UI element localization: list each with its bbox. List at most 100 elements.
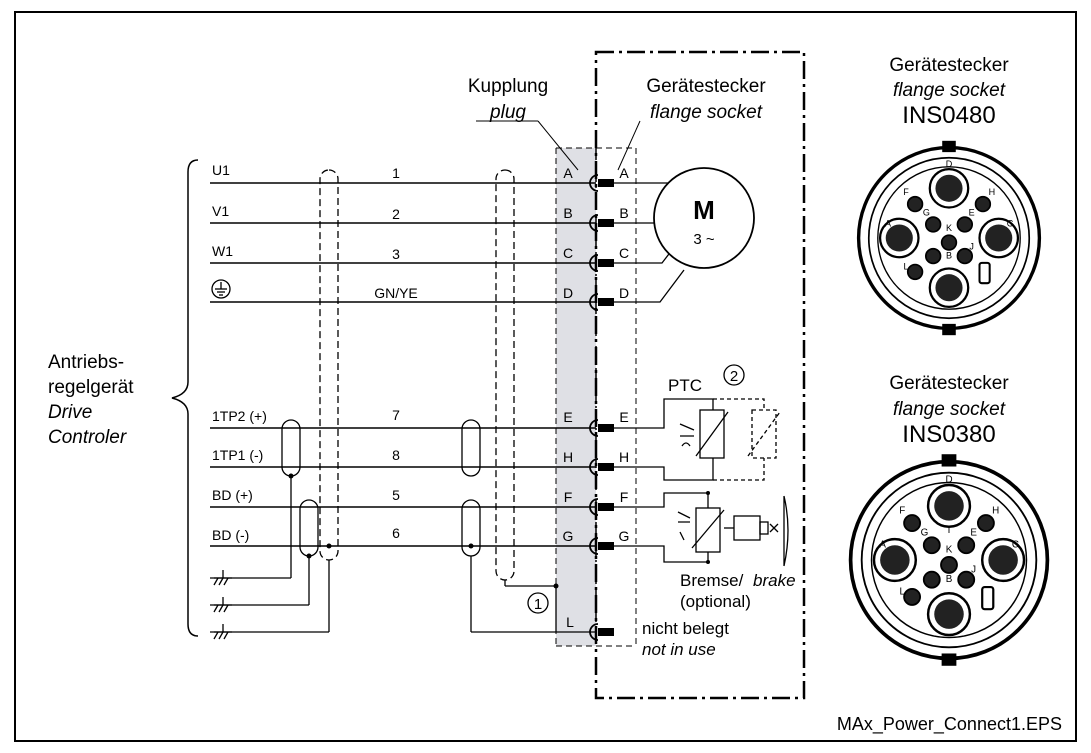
- wire-signal-v1: V1: [212, 203, 229, 219]
- wire-signal-w1: W1: [212, 243, 233, 259]
- ptc-label: PTC: [668, 376, 702, 395]
- drive-label-line3: Drive: [48, 402, 92, 423]
- socket-pin-d: D: [619, 285, 629, 301]
- svg-text:H: H: [989, 187, 996, 197]
- svg-text:K: K: [946, 545, 953, 556]
- drive-label-line2: regelgerät: [48, 377, 134, 398]
- svg-text:A: A: [885, 219, 891, 229]
- device-connector-leader: [617, 120, 641, 171]
- outer-frame: [14, 11, 1077, 742]
- socket-pin-c: C: [619, 245, 629, 261]
- shield-drain-wires: [210, 476, 596, 633]
- ptc-sensor: PTC 2: [614, 364, 781, 481]
- svg-text:F: F: [899, 505, 905, 516]
- device-boundary: [594, 50, 806, 700]
- wire-signal-bd-minus: BD (-): [212, 527, 249, 543]
- svg-text:J: J: [969, 241, 974, 251]
- wire-number-3: 3: [392, 246, 400, 262]
- coupling-pin-g: G: [563, 528, 574, 544]
- wire-lines: [210, 182, 596, 547]
- socket-pin-e: E: [619, 409, 628, 425]
- coupling-pin-e: E: [563, 409, 572, 425]
- wire-signal-u1: U1: [212, 162, 230, 178]
- connector1-socket-face: D F H A C G E K J B L: [856, 139, 1042, 337]
- coupling-label-leader-diag: [537, 120, 579, 171]
- earth-icon: [211, 279, 231, 299]
- svg-text:L: L: [904, 262, 909, 272]
- chassis-ground-icons: [213, 570, 232, 640]
- motor-label: M: [693, 195, 715, 225]
- wire-number-6: 6: [392, 525, 400, 541]
- coupling-region: [556, 148, 596, 646]
- brake-label-en: brake: [753, 571, 796, 590]
- svg-text:H: H: [992, 505, 999, 516]
- coupling-label-de: Kupplung: [468, 76, 548, 97]
- figure-caption: MAx_Power_Connect1.EPS: [837, 714, 1062, 735]
- svg-text:D: D: [945, 475, 952, 486]
- svg-text:C: C: [1012, 540, 1019, 551]
- socket-pin-b: B: [619, 205, 628, 221]
- wire-number-8: 8: [392, 447, 400, 463]
- shield-marker: 1: [527, 592, 549, 614]
- brake-label-optional: (optional): [680, 592, 751, 611]
- coupling-pin-l: L: [566, 614, 574, 630]
- wire-number-2: 2: [392, 206, 400, 222]
- svg-text:D: D: [946, 159, 953, 169]
- wire-number-7: 7: [392, 407, 400, 423]
- coupling-pin-d: D: [563, 285, 573, 301]
- connector1-title: Gerätestecker: [889, 55, 1009, 76]
- connector2-socket-face: D I F H A C G E K J B L: [848, 452, 1050, 668]
- wire-signal-1tp1: 1TP1 (-): [212, 447, 263, 463]
- svg-text:C: C: [1007, 219, 1014, 229]
- wire-number-1: 1: [392, 165, 400, 181]
- junction-dots: [288, 473, 559, 589]
- coupling-pin-h: H: [563, 449, 573, 465]
- svg-text:I: I: [948, 525, 951, 536]
- connector1-subtitle: flange socket: [893, 80, 1006, 101]
- wire-signal-bd-plus: BD (+): [212, 487, 253, 503]
- connector2-title: Gerätestecker: [889, 373, 1009, 394]
- connector1-code: INS0480: [902, 102, 995, 129]
- socket-pin-h: H: [619, 449, 629, 465]
- coupling-label-en: plug: [489, 102, 526, 123]
- svg-text:B: B: [946, 574, 953, 585]
- not-used-label-en: not in use: [642, 640, 716, 659]
- socket-pin-f: F: [620, 489, 629, 505]
- svg-text:L: L: [900, 586, 906, 597]
- motor-symbol: M 3 ~: [614, 167, 755, 303]
- coupling-pin-c: C: [563, 245, 573, 261]
- svg-text:E: E: [970, 527, 977, 538]
- not-used-label-de: nicht belegt: [642, 619, 729, 638]
- svg-text:B: B: [946, 250, 952, 260]
- svg-text:F: F: [903, 187, 909, 197]
- motor-sublabel: 3 ~: [693, 231, 715, 248]
- svg-text:1: 1: [534, 596, 542, 613]
- socket-pin-a: A: [619, 165, 629, 181]
- device-connector-label-de: Gerätestecker: [646, 76, 766, 97]
- connector-contacts: [589, 174, 614, 641]
- device-connector-label-en: flange socket: [650, 102, 763, 123]
- drive-brace: [171, 159, 199, 637]
- connector2-subtitle: flange socket: [893, 399, 1006, 420]
- svg-text:G: G: [921, 527, 929, 538]
- svg-text:J: J: [971, 564, 976, 575]
- svg-text:G: G: [923, 207, 930, 217]
- ptc-marker: 2: [730, 368, 738, 385]
- svg-text:A: A: [879, 540, 886, 551]
- coupling-pin-f: F: [564, 489, 573, 505]
- brake-label-de: Bremse/: [680, 571, 744, 590]
- connector2-code: INS0380: [902, 421, 995, 448]
- wire-number-5: 5: [392, 487, 400, 503]
- wire-signal-1tp2: 1TP2 (+): [212, 408, 267, 424]
- drive-label-line4: Controler: [48, 427, 127, 448]
- svg-text:K: K: [946, 223, 952, 233]
- brake-assembly: Bremse/ brake (optional): [614, 491, 796, 611]
- socket-pin-g: G: [619, 528, 630, 544]
- svg-text:E: E: [969, 207, 975, 217]
- wire-number-gnye: GN/YE: [374, 285, 418, 301]
- drive-label-line1: Antriebs-: [48, 352, 124, 373]
- coupling-pin-b: B: [563, 205, 572, 221]
- coupling-pin-a: A: [563, 165, 573, 181]
- cable-shields: [281, 169, 515, 581]
